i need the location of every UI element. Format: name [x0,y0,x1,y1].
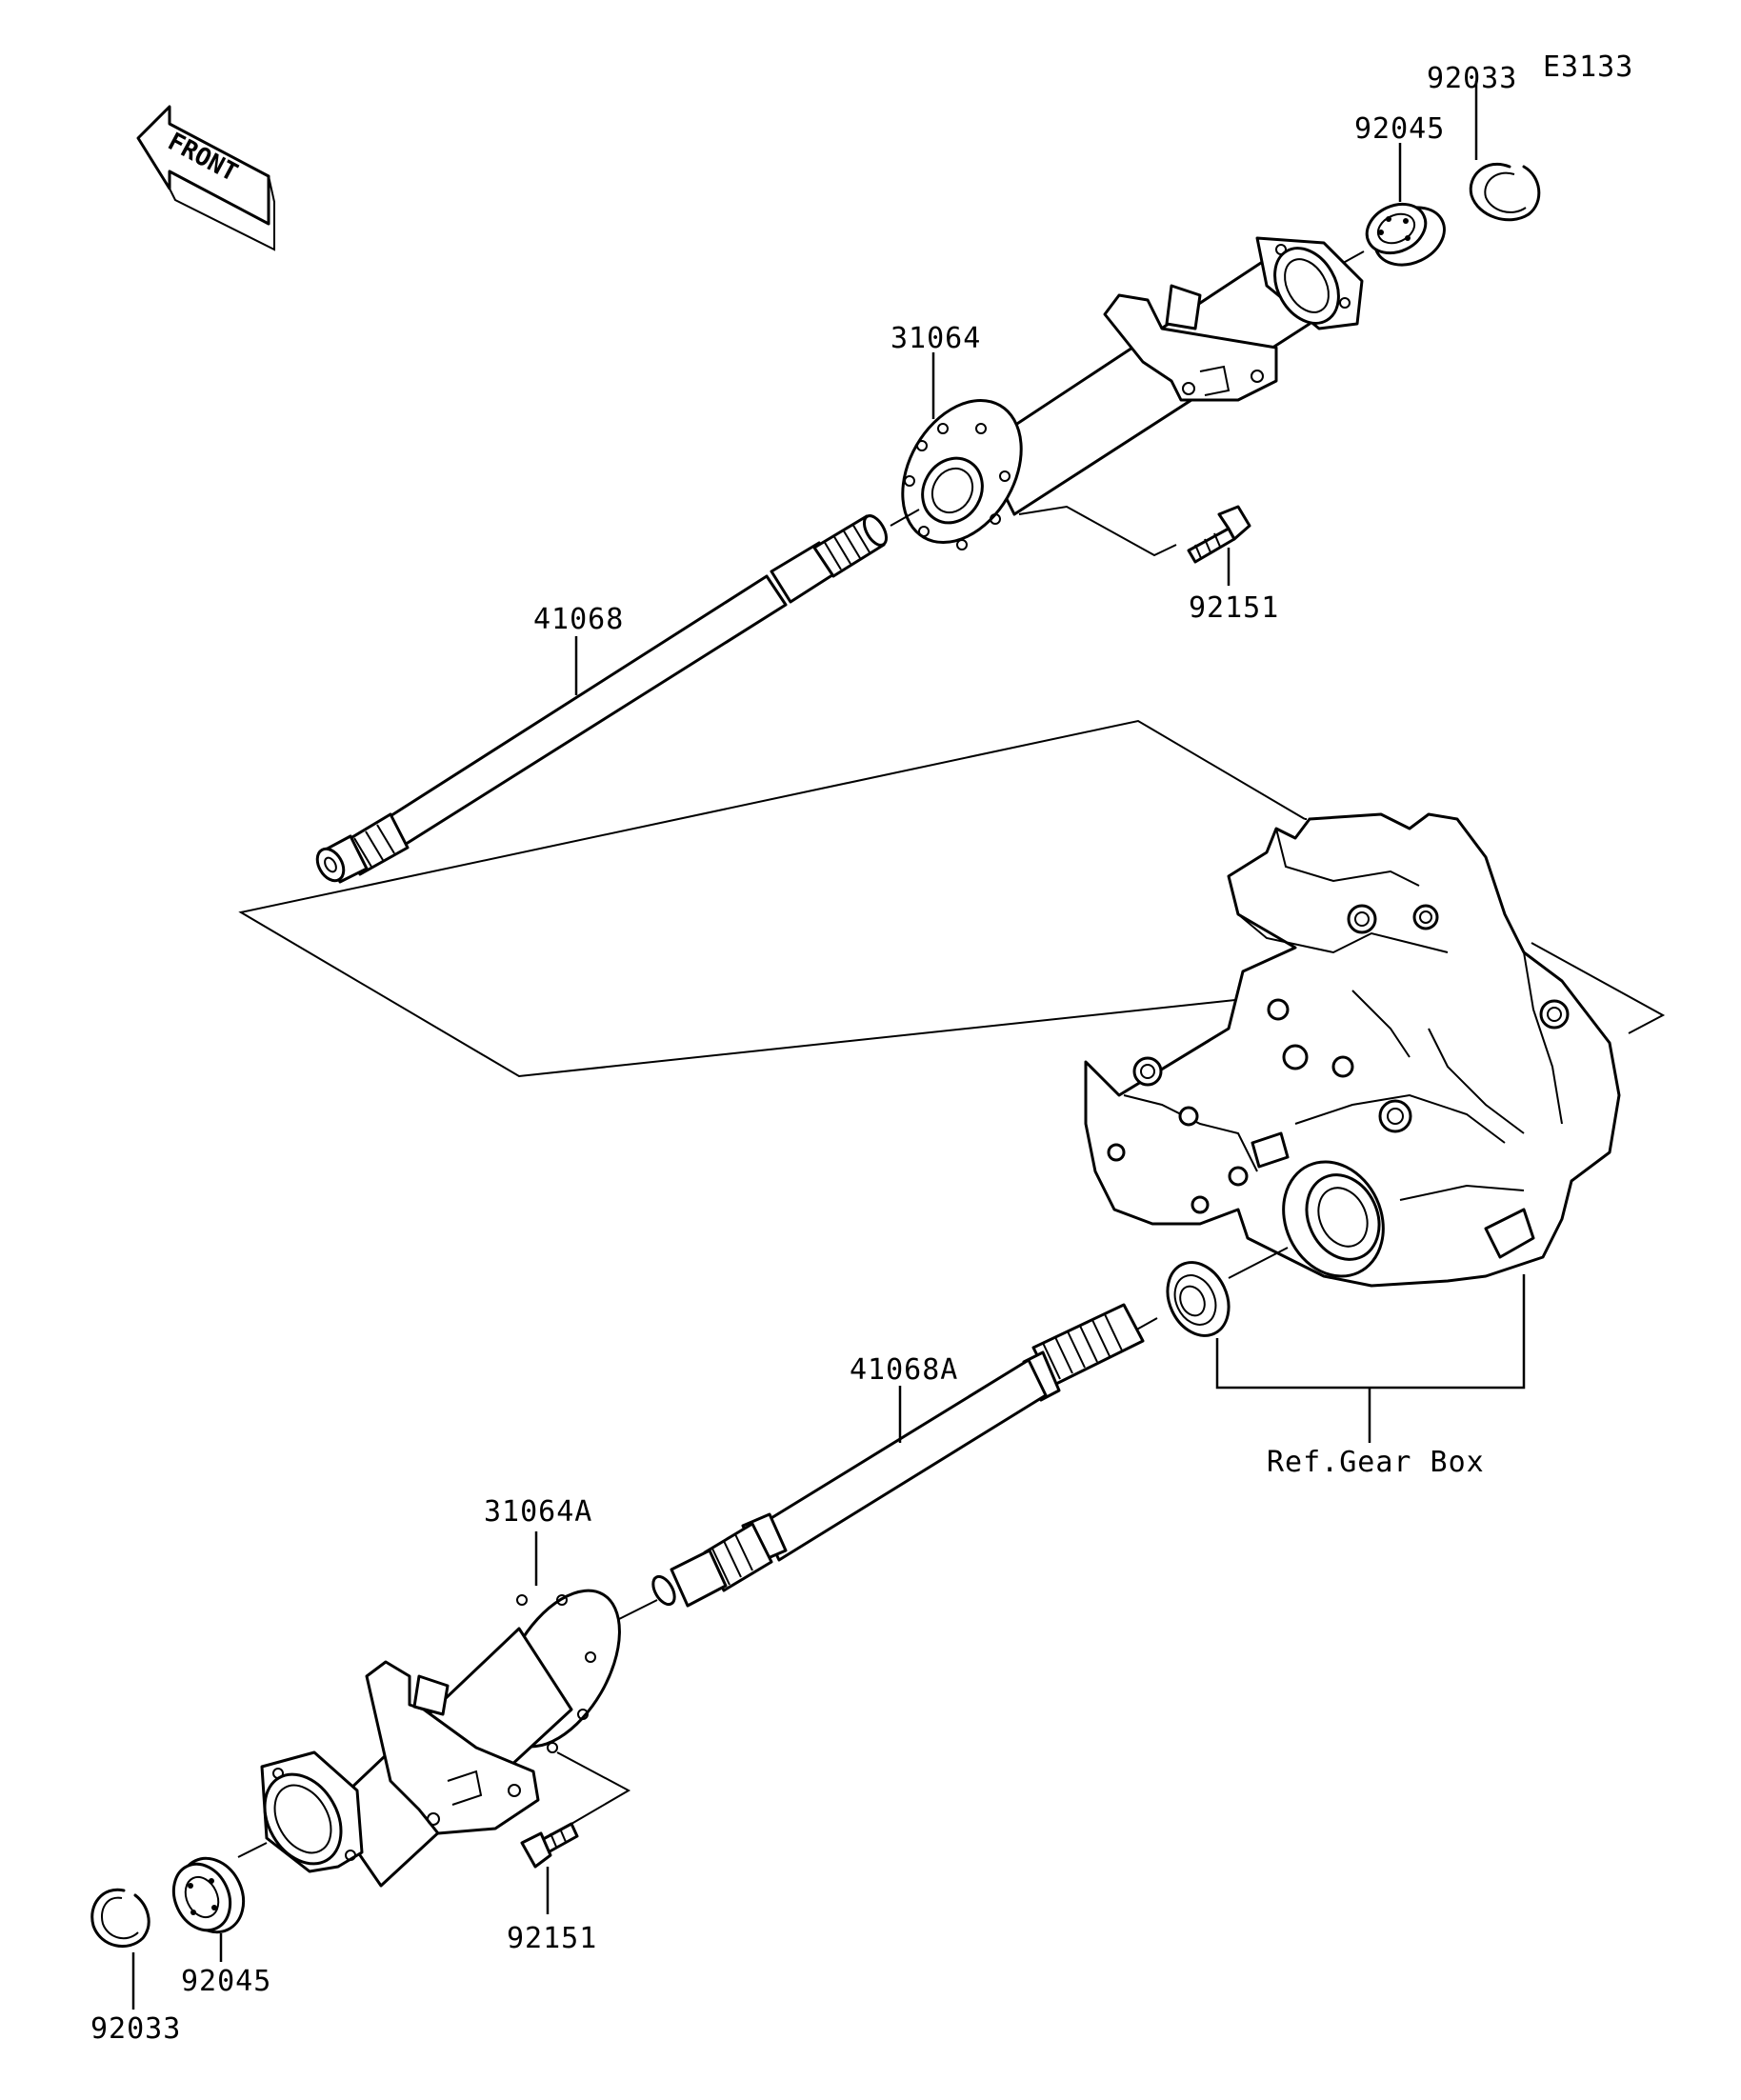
bearing-top[interactable] [1359,195,1453,276]
bolt-bottom[interactable] [520,1822,579,1869]
axle-housing-top[interactable] [878,236,1364,564]
label-housing-bottom: 31064A [484,1495,592,1529]
label-ring-top: 92033 [1427,62,1517,95]
label-bolt-top: 92151 [1189,591,1279,625]
label-bearing-bottom: 92045 [181,1965,271,1998]
label-bearing-top: 92045 [1354,112,1445,146]
label-shaft-bottom: 41068A [850,1353,958,1387]
diagram-code: E3133 [1543,50,1633,84]
axle-housing-bottom[interactable] [250,1570,644,1888]
front-arrow-icon: FRONT [136,105,275,251]
label-ring-bottom: 92033 [90,2012,181,2046]
snap-ring-bottom[interactable] [90,1888,150,1948]
bolt-top[interactable] [1187,505,1251,564]
label-shaft-top: 41068 [533,603,624,636]
drive-shaft-bottom[interactable] [649,1303,1145,1608]
label-ref-gearbox: Ref.Gear Box [1267,1446,1485,1479]
oil-seal[interactable] [1156,1252,1240,1346]
label-bolt-bottom: 92151 [507,1922,597,1955]
label-housing-top: 31064 [891,322,981,355]
drive-shaft-top[interactable] [312,512,891,886]
gear-box [1084,812,1621,1288]
bearing-bottom[interactable] [163,1848,254,1943]
snap-ring-top[interactable] [1469,162,1541,222]
